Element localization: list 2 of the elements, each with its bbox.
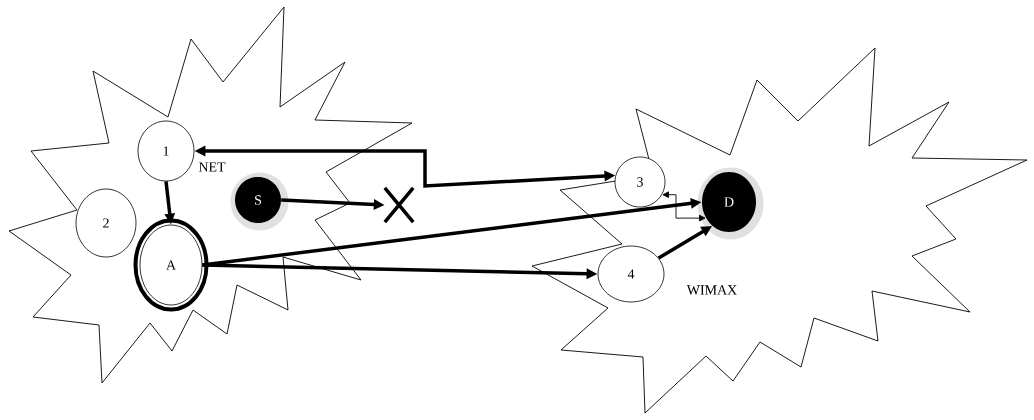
arrow xyxy=(662,191,706,222)
cross-mark xyxy=(383,186,415,224)
